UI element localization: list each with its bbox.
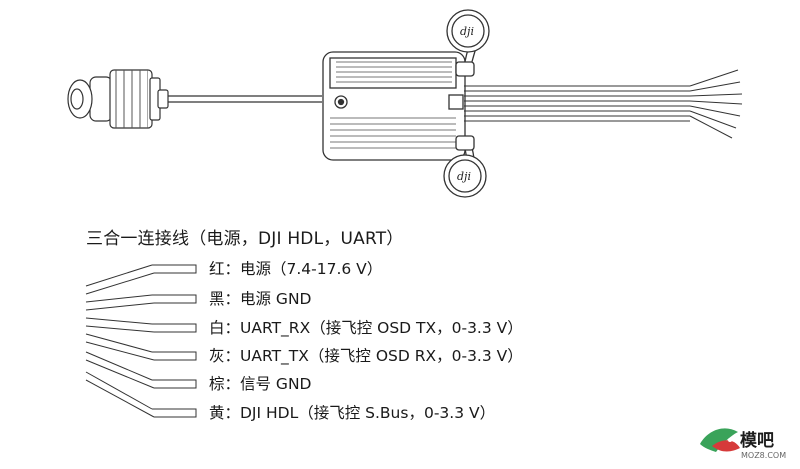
watermark-text: 模吧	[740, 431, 774, 451]
wire-label-brown: 棕：信号 GND	[209, 375, 312, 393]
wire-label-gray: 灰：UART_TX（接飞控 OSD RX，0-3.3 V）	[209, 347, 523, 365]
camera-lens	[67, 69, 169, 129]
antenna-top-logo: dji	[460, 25, 474, 38]
watermark-subtext: MOZ8.COM	[741, 451, 787, 460]
wire-label-yellow: 黄：DJI HDL（接飞控 S.Bus，0-3.3 V）	[209, 404, 496, 422]
wire-label-red: 红：电源（7.4-17.6 V）	[209, 260, 383, 278]
antenna-bottom	[443, 135, 487, 198]
wire-label-black: 黑：电源 GND	[209, 290, 312, 308]
antenna-bottom-logo: dji	[457, 170, 471, 183]
wire-label-white: 白：UART_RX（接飞控 OSD TX，0-3.3 V）	[209, 319, 523, 337]
watermark-logo	[700, 428, 740, 452]
air-unit-module	[322, 51, 466, 161]
antenna-top	[446, 9, 490, 77]
camera-cable	[168, 95, 322, 103]
wire-legend-bundle	[85, 264, 197, 418]
diagram-title: 三合一连接线（电源，DJI HDL，UART）	[86, 229, 404, 249]
wire-harness	[464, 69, 743, 139]
